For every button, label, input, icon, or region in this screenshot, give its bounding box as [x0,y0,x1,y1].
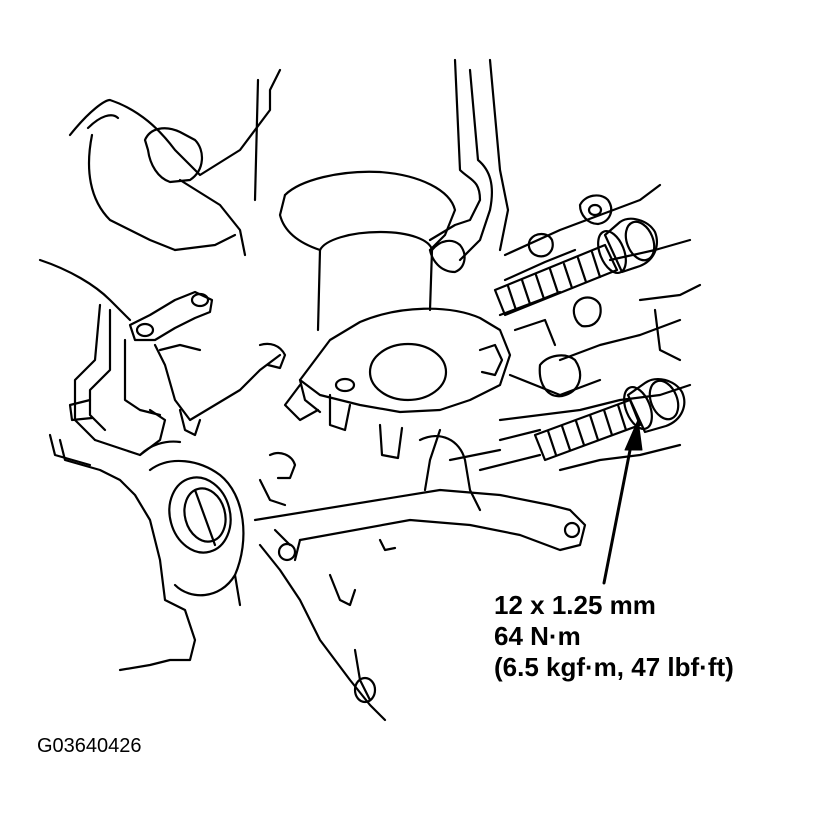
upper-bolt [493,217,658,317]
lower-bracket [253,428,587,722]
figure-id-label: G03640426 [37,735,142,757]
torque-nm-label: 64 N·m [494,621,581,651]
left-lower-casting [48,433,245,672]
central-neck [253,58,510,332]
left-bracket [68,290,287,457]
upper-left-housing [38,68,282,322]
torque-alt-units-label: (6.5 kgf·m, 47 lbf·ft) [494,652,734,682]
flange [283,307,512,460]
bolt-size-label: 12 x 1.25 mm [494,590,656,620]
callout-leader-arrow [602,419,643,585]
lower-bolt [533,378,686,462]
